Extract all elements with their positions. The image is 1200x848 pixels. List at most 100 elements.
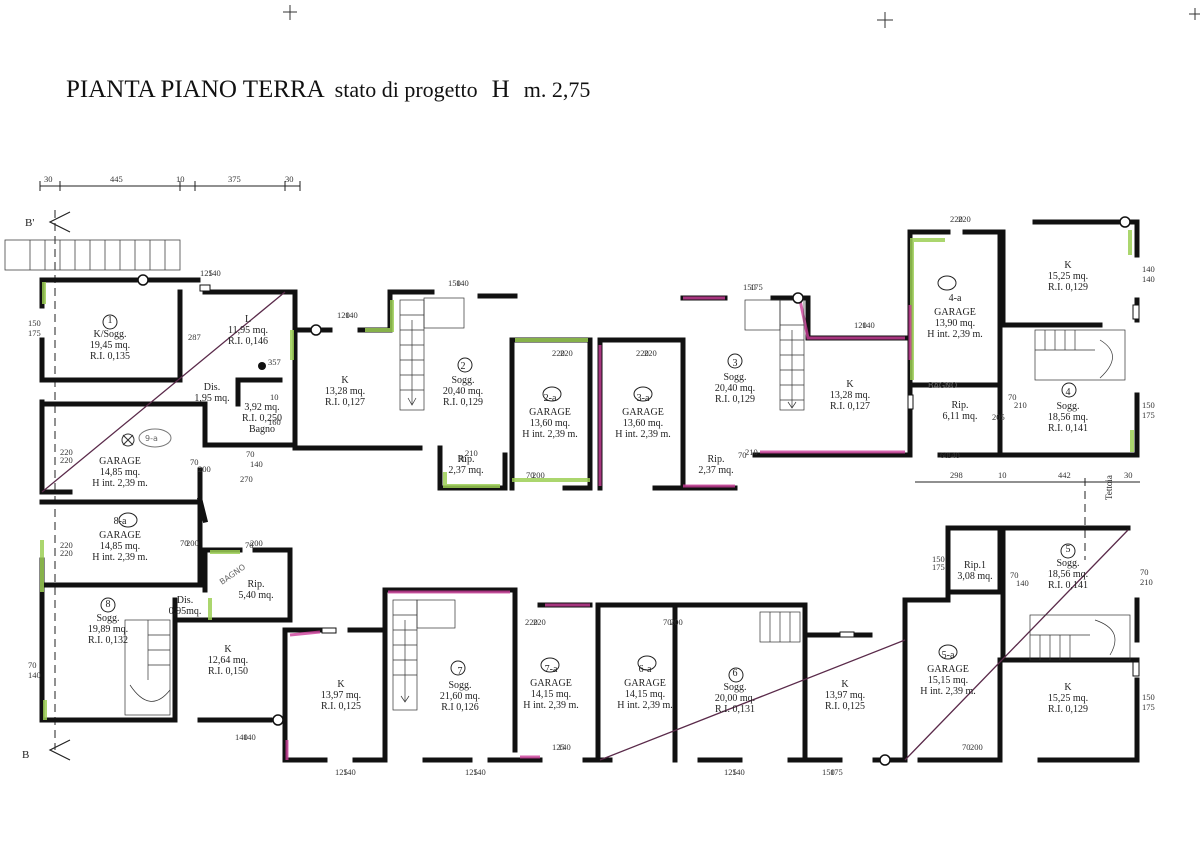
room-label-line: GARAGE	[934, 307, 976, 318]
dim-right-2: 442	[1058, 470, 1071, 480]
dim-right-3: 30	[1124, 470, 1133, 480]
room-rK3: K13,28 mq.R.I. 0,127	[830, 379, 870, 412]
wall-dimension: 140	[208, 268, 221, 278]
room-label-line: H int. 2,39 m.	[615, 429, 671, 440]
wall-dimension: 220	[60, 540, 73, 550]
room-label-line: 19,45 mq.	[90, 340, 130, 351]
dim-top-3: 375	[228, 174, 241, 184]
room-label-line: 0,95mq.	[169, 606, 202, 617]
room-label-line: R.I. 0,150	[208, 666, 248, 677]
dim-top-0: 30	[44, 174, 53, 184]
wall-dimension: 200	[198, 464, 211, 474]
room-label-line: GARAGE	[624, 678, 666, 689]
room-r1dis: Dis.1,95 mq.	[194, 382, 229, 404]
wall-dimension: 210	[465, 448, 478, 458]
wall-dimension: 140	[28, 670, 41, 680]
room-label-line: Sogg.	[448, 680, 471, 691]
room-label-line: Rip.1	[964, 560, 986, 571]
room-label-line: GARAGE	[99, 456, 141, 467]
wall-dimension: 150	[743, 282, 756, 292]
wall-dimension: 160	[268, 417, 281, 427]
room-label-line: 6,11 mq.	[943, 411, 978, 422]
room-label-line: 5,40 mq.	[238, 590, 273, 601]
room-label-line: K/Sogg.	[93, 329, 126, 340]
room-label-line: Sogg.	[1056, 401, 1079, 412]
room-label-line: Bagno	[249, 424, 275, 435]
section-marker-bottom: B	[22, 739, 71, 761]
wall-dimension: 220	[560, 348, 573, 358]
stair-unit-8	[124, 619, 171, 716]
wall-dimension: 175	[1142, 702, 1155, 712]
room-label-line: R.I. 0,141	[1048, 580, 1088, 591]
room-label-line: 12,64 mq.	[208, 655, 248, 666]
wall-dimension: 150	[448, 278, 461, 288]
wall-dimension: 200	[250, 538, 263, 548]
room-label-line: H int. 2,39 m.	[523, 700, 579, 711]
room-label-line: GARAGE	[530, 678, 572, 689]
room-label-line: Sogg.	[451, 375, 474, 386]
wall-dimension: 70	[1010, 570, 1019, 580]
room-label-line: 13,90 mq.	[935, 318, 975, 329]
room-label-line: 19,89 mq.	[88, 624, 128, 635]
wall-dimension: 220	[552, 348, 565, 358]
room-label-line: 14,15 mq.	[625, 689, 665, 700]
room-label-line: 21,60 mq.	[440, 691, 480, 702]
section-label-bottom: B	[22, 749, 29, 761]
room-number: 7	[458, 666, 463, 677]
room-number: 2-a	[544, 393, 557, 404]
room-label-line: H int. 2,39 m.	[92, 478, 148, 489]
wall-dimension: 140	[558, 742, 571, 752]
room-label-line: 13,28 mq.	[830, 390, 870, 401]
wall-dimension: 220	[525, 617, 538, 627]
room-label-line: Dis.	[177, 595, 193, 606]
plan-title-main: PIANTA PIANO TERRA	[66, 76, 325, 103]
wall-dimension: 140	[473, 767, 486, 777]
wall-dimension: 175	[28, 328, 41, 338]
room-label-line: R.I. 0,141	[1048, 423, 1088, 434]
wall-dimension: 220	[950, 214, 963, 224]
stair-unit-4	[1034, 329, 1126, 381]
wall-dimension: 205	[992, 412, 1005, 422]
wall-dimension: 150	[1142, 400, 1155, 410]
room-number: 2	[461, 361, 466, 372]
handwritten-bagno-bottom: BAGNO	[218, 562, 247, 586]
room-label-line: Sogg.	[96, 613, 119, 624]
room-label-line: 20,40 mq.	[443, 386, 483, 397]
room-label-line: K	[841, 679, 849, 690]
room-label-line: GARAGE	[99, 530, 141, 541]
room-label-line: GARAGE	[529, 407, 571, 418]
stair-unit-2	[399, 297, 465, 411]
stair-unit-6	[759, 611, 801, 643]
wall-dimension: 140	[947, 450, 960, 460]
wall-dimension: 125	[335, 767, 348, 777]
wall-dimension: 70	[962, 742, 971, 752]
room-number: 5	[1066, 544, 1071, 555]
room-rK4: K15,25 mq.R.I. 0,129	[1048, 260, 1088, 293]
dim-top-2: 10	[176, 174, 185, 184]
plan-title: PIANTA PIANO TERRA stato di progetto H m…	[66, 76, 590, 104]
wall-dimension: 120	[854, 320, 867, 330]
room-label-line: 14,15 mq.	[531, 689, 571, 700]
wall-dimension: 140	[1142, 274, 1155, 284]
room-r4rip: Rip.6,11 mq.	[943, 400, 978, 422]
room-rK6: K13,97 mq.R.I. 0,125	[825, 679, 865, 712]
wall-dimension: 70	[28, 660, 37, 670]
registration-marks	[283, 5, 1200, 28]
wall-dimension: 70	[526, 470, 535, 480]
room-label-line: R.I 0,126	[441, 702, 479, 713]
wall-dimension: 175	[932, 562, 945, 572]
room-label-line: R.I. 0,129	[715, 394, 755, 405]
wall-dimension: 140	[243, 732, 256, 742]
wall-dimension: 200	[970, 742, 983, 752]
wall-dimension: 150	[1142, 692, 1155, 702]
wall-dimension: 125	[552, 742, 565, 752]
room-number: 8	[106, 599, 111, 610]
wall-dimension: 70	[663, 617, 672, 627]
